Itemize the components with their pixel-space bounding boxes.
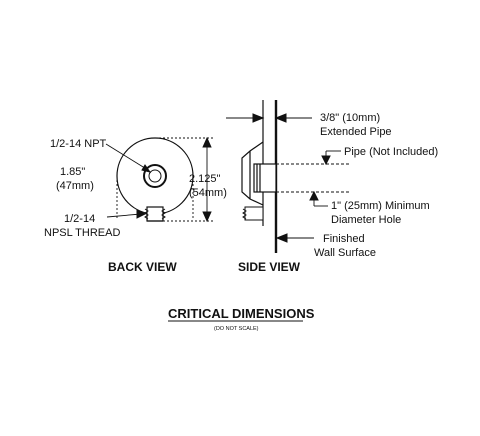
width-dim-mm-label: (47mm) — [56, 180, 94, 192]
wall-label-line2: Wall Surface — [314, 247, 376, 259]
back-view-thread-nipple — [144, 206, 166, 222]
height-dim-mm-label: (54mm) — [189, 187, 227, 199]
pipe-not-included — [276, 163, 350, 193]
extended-pipe-label-line1: 3/8" (10mm) — [320, 112, 380, 124]
width-dimension — [116, 176, 194, 220]
hole-leader — [309, 190, 328, 207]
npt-label: 1/2-14 NPT — [50, 138, 107, 150]
thread-label-line1: 1/2-14 — [64, 213, 95, 225]
pipe-label: Pipe (Not Included) — [344, 146, 438, 158]
width-dim-label: 1.85" — [60, 166, 85, 178]
side-view-body — [241, 141, 277, 206]
back-view-npt-outlet — [143, 164, 167, 188]
extended-pipe-dimension — [226, 113, 312, 123]
side-view-thread-nipple — [242, 206, 264, 221]
scale-note: (DO NOT SCALE) — [214, 326, 259, 332]
hole-label-line2: Diameter Hole — [331, 214, 401, 226]
wall-label-line1: Finished — [323, 233, 365, 245]
back-view-npt-bore — [148, 169, 162, 183]
thread-label-line2: NPSL THREAD — [44, 227, 120, 239]
back-view-caption: BACK VIEW — [108, 260, 177, 274]
hole-label-line1: 1" (25mm) Minimum — [331, 200, 430, 212]
pipe-leader — [321, 150, 341, 166]
height-dimension — [155, 136, 214, 223]
npt-leader — [105, 143, 152, 173]
extended-pipe-label-line2: Extended Pipe — [320, 126, 392, 138]
back-view-body — [116, 137, 194, 215]
height-dim-label: 2.125" — [189, 173, 221, 185]
side-view-caption: SIDE VIEW — [238, 260, 301, 274]
critical-dimensions-title: CRITICAL DIMENSIONS — [168, 306, 315, 321]
back-view — [116, 137, 194, 222]
wall-leader — [275, 233, 314, 243]
thread-leader — [106, 209, 147, 219]
